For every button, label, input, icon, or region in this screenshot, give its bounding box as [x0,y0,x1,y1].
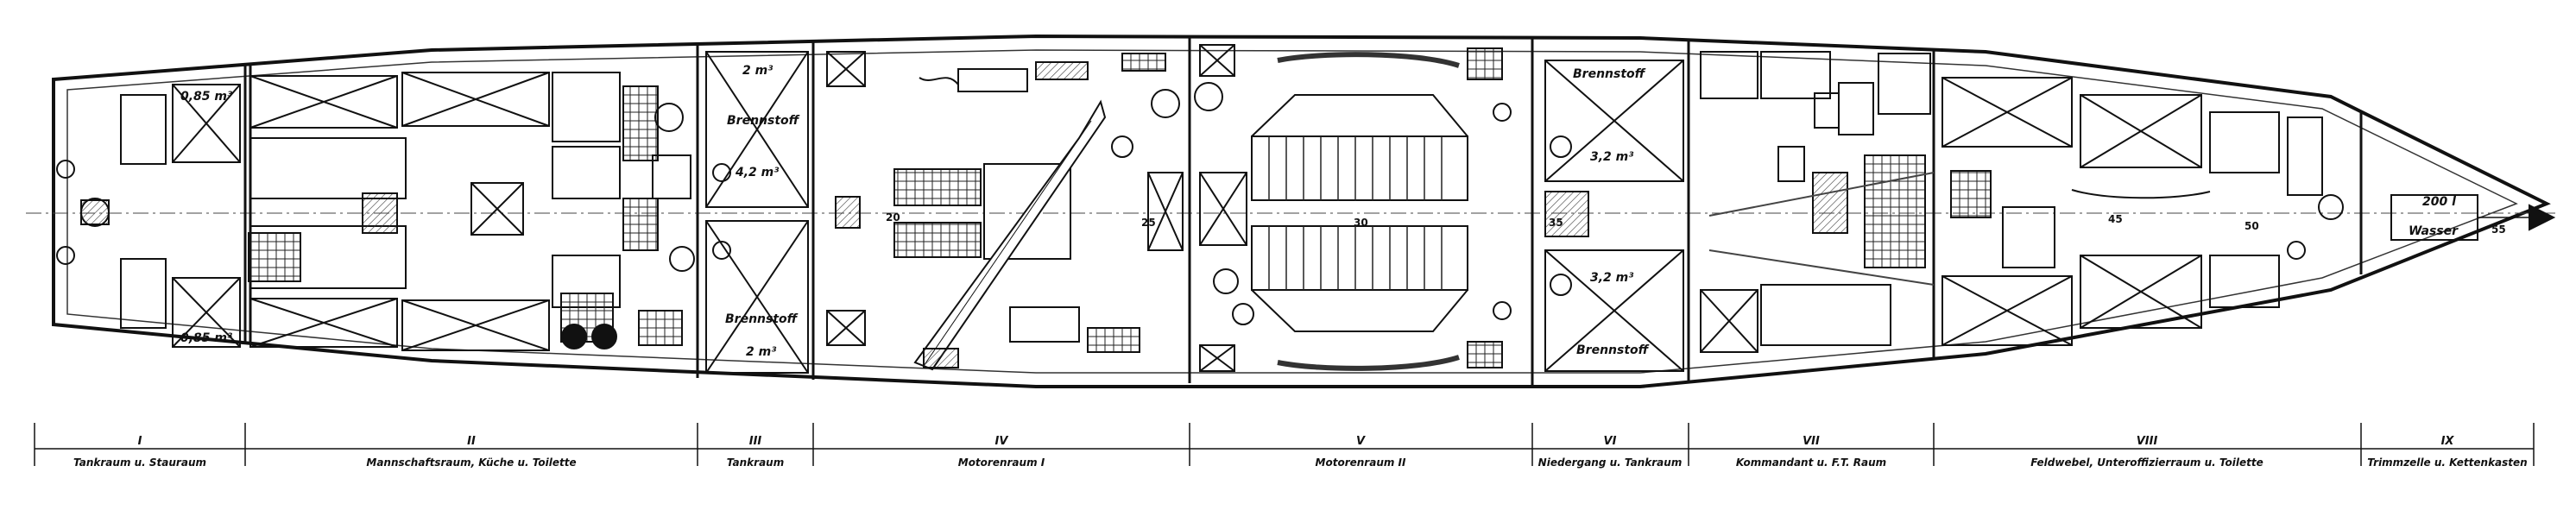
section-name: Kommandant u. F.T. Raum [1736,456,1886,469]
tank-label: Brennstoff [727,114,800,128]
section-8-nco-quarters [1941,77,2344,346]
frame-number: 55 [2491,224,2506,236]
volume-label: 4,2 m³ [735,166,779,179]
section-numeral: VIII [2137,435,2158,448]
volume-label: 0,85 m³ [180,90,232,104]
section-9-bow [2390,194,2556,241]
section-1-tanks [56,84,301,348]
section-numeral: II [467,435,476,448]
section-7-commander [1700,51,1935,353]
section-name: Mannschaftsraum, Küche u. Toilette [366,456,576,469]
volume-label: 2 m³ [746,345,776,359]
tank-label: Wasser [2409,224,2459,238]
section-name: Motorenraum II [1316,456,1406,469]
frame-number: 30 [1354,217,1368,229]
tank-label: Brennstoff [1576,343,1650,357]
section-numeral: VII [1803,435,1820,448]
frame-number: 20 [886,211,900,224]
section-5-engine-room-2 [1199,44,1512,372]
section-2-crew [249,72,695,351]
bulkheads [243,38,2363,385]
tank-label: Brennstoff [725,312,799,326]
hull-outline [52,34,2551,388]
section-6-tanks [1544,60,1684,372]
frame-number: 45 [2108,213,2123,225]
section-dimension-bar [34,423,2535,466]
section-4-engine-room-1 [826,51,1223,371]
section-numeral: III [749,435,762,448]
volume-label: 3,2 m³ [1590,271,1633,285]
frame-number: 50 [2245,220,2259,232]
tank-labels: 0,85 m³ 0,85 m³ 2 m³ Brennstoff 4,2 m³ B… [180,64,2459,359]
volume-label: 2 m³ [742,64,773,78]
frame-numbers: 20 25 30 35 45 50 55 [886,211,2506,236]
section-name: Tankraum u. Stauraum [73,456,206,469]
section-name: Niedergang u. Tankraum [1538,456,1683,469]
section-name: Motorenraum I [958,456,1045,469]
volume-label: 0,85 m³ [180,331,232,345]
frame-number: 35 [1549,217,1563,229]
section-labels: I Tankraum u. Stauraum II Mannschaftsrau… [73,435,2528,469]
frame-number: 25 [1141,217,1156,229]
section-numeral: I [138,435,142,448]
volume-label: 200 l [2422,195,2456,209]
section-name: Feldwebel, Unteroffizierraum u. Toilette [2030,456,2263,469]
section-numeral: IV [995,435,1009,448]
section-name: Trimmzelle u. Kettenkasten [2367,456,2527,469]
section-name: Tankraum [727,456,784,469]
volume-label: 3,2 m³ [1590,150,1633,164]
section-numeral: IX [2441,435,2455,448]
tank-label: Brennstoff [1573,67,1646,81]
section-3-tanks [705,51,809,374]
section-numeral: VI [1604,435,1617,448]
section-numeral: V [1356,435,1366,448]
